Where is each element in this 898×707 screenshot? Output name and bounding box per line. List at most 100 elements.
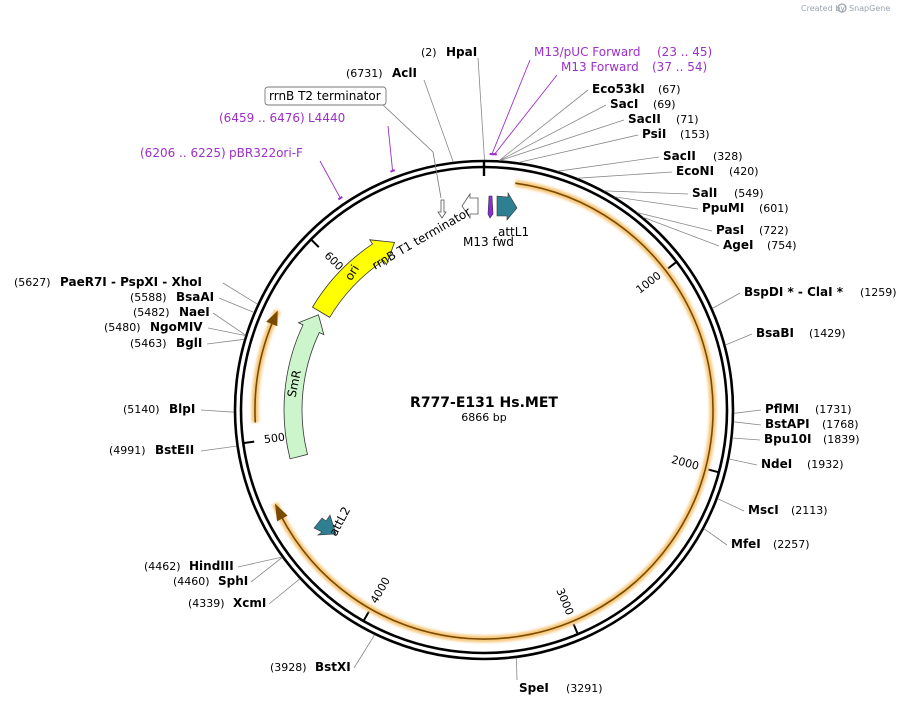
site-leader: [604, 190, 689, 195]
site-label-name: PsiI: [642, 127, 666, 141]
site-label-pos: (5627): [14, 276, 51, 289]
rrnb-t2-leader: [381, 103, 434, 153]
rrnb-t2-terminator-arrow[interactable]: [437, 199, 447, 219]
orf-arc: [279, 182, 714, 640]
plasmid-length: 6866 bp: [461, 411, 506, 424]
primer-marker: [390, 169, 396, 173]
site-label-name: BglI: [176, 336, 202, 350]
site-leader: [250, 557, 283, 583]
site-leader: [200, 409, 235, 413]
site-label-pos: (4339): [188, 597, 225, 610]
m13-fwd-label: M13 fwd: [463, 235, 514, 249]
tick-label: 1000: [634, 269, 664, 296]
primer-range: (6206 .. 6225): [140, 146, 226, 160]
site-label-pos: (2): [421, 46, 437, 59]
rrnb-t2-leader-2: [432, 151, 442, 199]
site-leader: [577, 171, 673, 179]
site-label-name: AclI: [392, 66, 417, 80]
site-label-name: AgeI: [723, 238, 753, 252]
site-label-pos: (5463): [130, 337, 167, 350]
site-label-name: BstXI: [315, 660, 351, 674]
site-leader: [212, 312, 246, 336]
smr-feature-arrow[interactable]: [283, 314, 325, 460]
site-label-pos: (71): [676, 113, 699, 126]
orf2-arc: [254, 319, 275, 423]
site-label-pos: (1731): [815, 403, 852, 416]
site-label-name: PasI: [716, 223, 744, 237]
site-label-pos: (5480): [104, 321, 141, 334]
primer-range: (23 .. 45): [657, 45, 712, 59]
site-label-name: Eco53kI: [592, 82, 645, 96]
rrnb-t2-label-box: [264, 86, 387, 106]
tick-label: 2000: [670, 453, 700, 473]
site-leader: [732, 437, 761, 441]
rrnb-t1-terminator-arrow[interactable]: [461, 192, 479, 220]
primer-marker: [337, 195, 343, 201]
site-label-pos: (69): [653, 98, 676, 111]
site-label-pos: (4991): [109, 444, 146, 457]
site-label-pos: (5588): [130, 291, 167, 304]
snapgene-logo-icon: [837, 3, 847, 13]
site-label-pos: (1839): [823, 433, 860, 446]
site-leader: [642, 216, 720, 247]
tick-mark: [707, 468, 720, 474]
site-leader: [729, 458, 758, 466]
site-label-pos: (420): [729, 165, 759, 178]
attl2-arrow[interactable]: [313, 514, 337, 536]
site-label-pos: (1259): [860, 286, 897, 299]
site-label-name: EcoNI: [676, 164, 714, 178]
site-leader: [637, 212, 713, 232]
site-leader: [206, 338, 245, 345]
site-label-name: BspDI * - ClaI *: [744, 285, 844, 299]
tick-mark: [572, 623, 579, 635]
site-leader: [237, 556, 282, 568]
site-label-name: HindIII: [189, 559, 234, 573]
site-leader: [733, 421, 762, 426]
site-leader: [500, 119, 625, 161]
primer-label: M13/pUC Forward: [534, 45, 641, 59]
attl1-arrow[interactable]: [496, 191, 518, 221]
site-labels: (2) HpaI (6731) AclI Eco53kI (67) SacI (…: [14, 45, 897, 695]
site-label-name: XcmI: [233, 596, 266, 610]
site-label-name: NgoMIV: [150, 320, 203, 334]
site-label-pos: (328): [713, 150, 743, 163]
site-leader: [712, 292, 741, 309]
primer-leader: [494, 74, 558, 155]
ori-feature-arrow[interactable]: [311, 239, 396, 318]
site-label-pos: (601): [759, 202, 789, 215]
primer-labels: M13/pUC Forward (23 .. 45) M13 Forward (…: [140, 45, 712, 160]
site-label-pos: (6731): [346, 67, 383, 80]
attl1-label: attL1: [498, 225, 529, 239]
site-leader: [725, 333, 753, 346]
site-label-name: NaeI: [179, 305, 210, 319]
smr-label: SmR: [285, 369, 304, 399]
site-leader: [423, 79, 454, 163]
site-label-name: SalI: [692, 186, 717, 200]
tick-label: 4000: [368, 575, 393, 606]
site-label-name: SacII: [628, 112, 661, 126]
site-leader: [499, 89, 589, 161]
rrnb-t1-label: rrnB T1 terminator: [370, 205, 474, 273]
site-label-name: PflMI: [765, 402, 799, 416]
m13-fwd-arrow[interactable]: [487, 195, 494, 219]
site-label-name: Bpu10I: [764, 432, 811, 446]
site-label-name: SphI: [218, 574, 248, 588]
site-leader: [516, 657, 518, 681]
primer-label: pBR322ori-F: [229, 146, 303, 160]
tick-label: 3000: [553, 586, 576, 617]
site-label-name: BstAPI: [765, 417, 810, 431]
site-leader: [222, 282, 258, 305]
plasmid-name: R777-E131 Hs.MET: [410, 395, 558, 411]
tick-mark: [310, 238, 320, 248]
site-label-name: MscI: [748, 503, 779, 517]
site-label-name: SacI: [610, 97, 638, 111]
primer-leader: [319, 160, 341, 199]
site-leader: [218, 297, 255, 313]
primer-label: M13 Forward: [561, 60, 639, 74]
site-label-pos: (3291): [566, 682, 603, 695]
site-leader: [207, 327, 246, 336]
site-label-name: NdeI: [761, 457, 792, 471]
primer-leader: [491, 59, 531, 155]
site-label-pos: (4462): [144, 560, 181, 573]
